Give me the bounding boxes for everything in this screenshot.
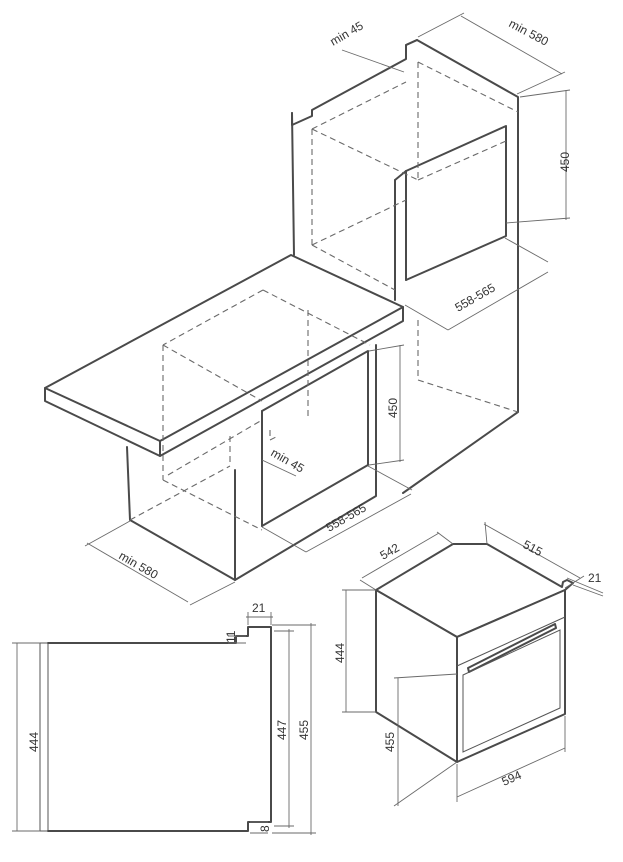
- oven-front-height-label: 455: [383, 732, 397, 752]
- oven-depth-label: 542: [378, 540, 403, 562]
- lower-height-label: 450: [386, 398, 400, 418]
- lower-min-depth-label: min 580: [117, 548, 161, 582]
- oven-isometric: 542 515 21 444 455 594: [333, 521, 604, 807]
- oven-height-label: 444: [333, 643, 347, 663]
- front-total-height-label: 455: [297, 720, 311, 740]
- upper-width-label: 558-565: [453, 280, 498, 314]
- front-gap-height-label: 11: [224, 630, 238, 643]
- front-body-height-label: 444: [27, 732, 41, 752]
- upper-min-vent-label: min 45: [328, 18, 366, 48]
- oven-front-section: 444 21 11 447 455 8: [12, 601, 316, 835]
- upper-min-depth-label: min 580: [507, 16, 552, 49]
- upper-height-label: 450: [558, 152, 572, 172]
- cabinet-isometric: min 45 min 580 450 558-565 450 min 45 55…: [44, 12, 572, 606]
- front-inner-height-label: 447: [275, 720, 289, 740]
- oven-width-label: 594: [500, 768, 524, 789]
- front-bottom-gap-label: 8: [258, 825, 272, 832]
- lower-min-vent-label: min 45: [269, 445, 307, 475]
- front-gap-width-label: 21: [252, 601, 266, 615]
- oven-panel-label: 21: [588, 571, 602, 585]
